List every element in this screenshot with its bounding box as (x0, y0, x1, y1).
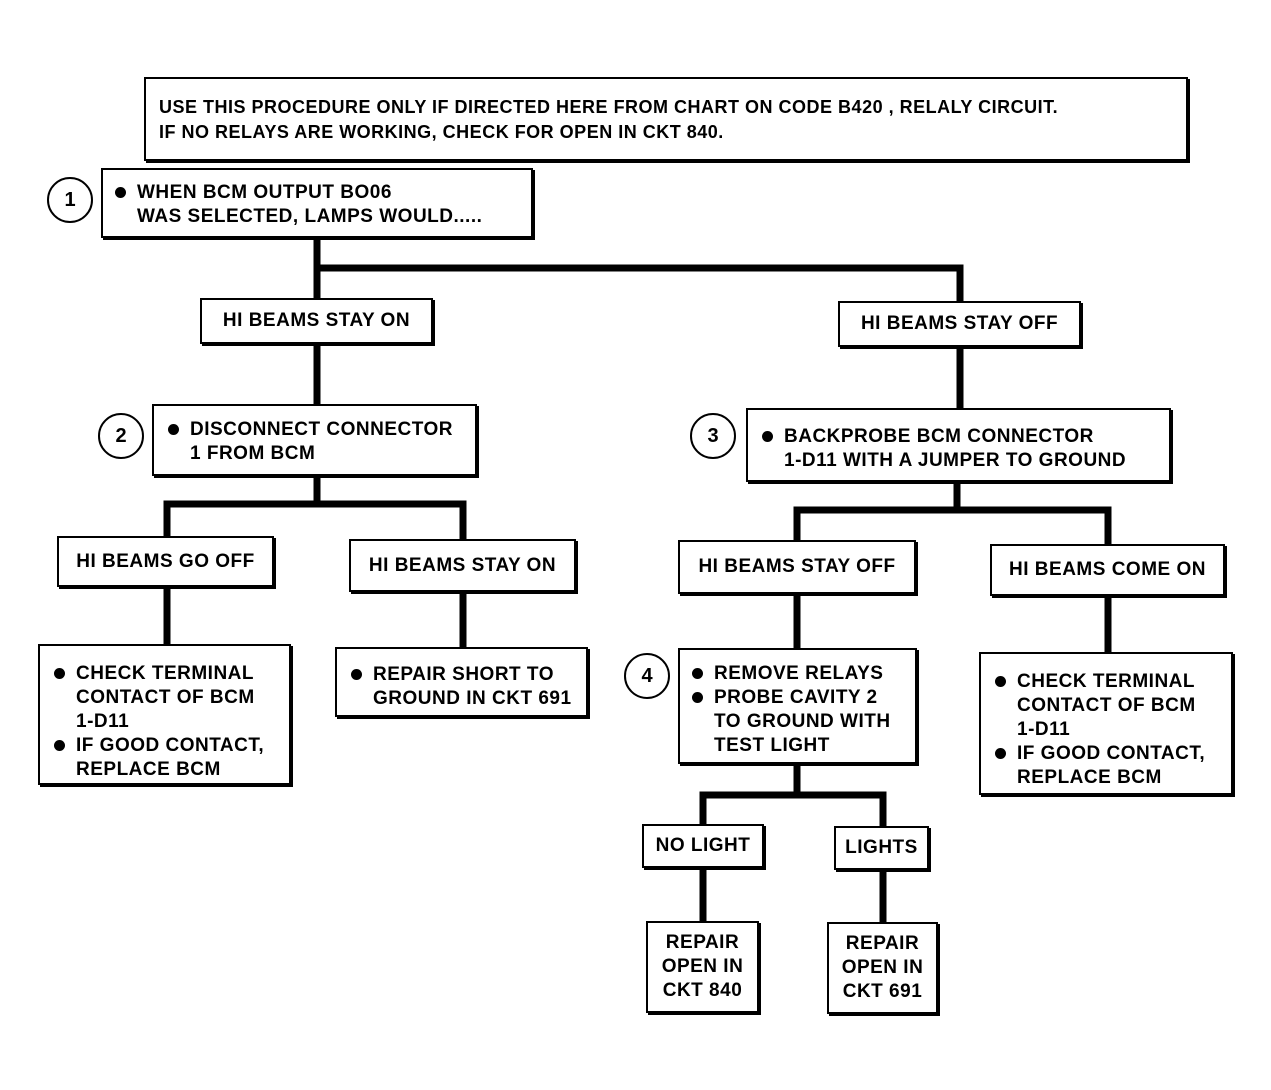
step-1-box: WHEN BCM OUTPUT BO06 WAS SELECTED, LAMPS… (101, 168, 533, 238)
step-2-list: DISCONNECT CONNECTOR 1 FROM BCM (166, 418, 453, 466)
result-label: HI BEAMS STAY OFF (860, 313, 1059, 334)
action-item: CHECK TERMINAL CONTACT OF BCM 1-D11 (993, 670, 1205, 742)
step-4-item: PROBE CAVITY 2 TO GROUND WITH TEST LIGHT (690, 686, 891, 758)
action-list: CHECK TERMINAL CONTACT OF BCM 1-D11 IF G… (993, 670, 1205, 790)
result-hi-beams-stay-off-2: HI BEAMS STAY OFF (678, 540, 916, 594)
action-repair-open-ckt-840: REPAIR OPEN IN CKT 840 (646, 921, 759, 1013)
result-hi-beams-go-off: HI BEAMS GO OFF (57, 536, 274, 587)
result-label: HI BEAMS COME ON (1009, 559, 1206, 580)
step-2-item: DISCONNECT CONNECTOR 1 FROM BCM (166, 418, 453, 466)
action-item: REPAIR SHORT TO GROUND IN CKT 691 (349, 663, 572, 711)
step-1-item: WHEN BCM OUTPUT BO06 WAS SELECTED, LAMPS… (113, 181, 482, 229)
action-list: REPAIR SHORT TO GROUND IN CKT 691 (349, 663, 572, 711)
intro-line-2: IF NO RELAYS ARE WORKING, CHECK FOR OPEN… (159, 122, 724, 142)
intro-note-box: USE THIS PROCEDURE ONLY IF DIRECTED HERE… (144, 77, 1188, 161)
result-hi-beams-come-on: HI BEAMS COME ON (990, 544, 1225, 596)
step-4-list: REMOVE RELAYS PROBE CAVITY 2 TO GROUND W… (690, 662, 891, 758)
action-item: IF GOOD CONTACT, REPLACE BCM (993, 742, 1205, 790)
result-label: LIGHTS (845, 837, 918, 858)
result-hi-beams-stay-on: HI BEAMS STAY ON (200, 298, 433, 344)
action-label: REPAIR OPEN IN CKT 840 (661, 932, 744, 1001)
result-lights: LIGHTS (834, 826, 929, 870)
result-label: HI BEAMS STAY OFF (698, 556, 896, 577)
action-repair-short: REPAIR SHORT TO GROUND IN CKT 691 (335, 647, 588, 717)
step-3-box: BACKPROBE BCM CONNECTOR 1-D11 WITH A JUM… (746, 408, 1171, 482)
step-3-list: BACKPROBE BCM CONNECTOR 1-D11 WITH A JUM… (760, 425, 1126, 473)
action-label: REPAIR OPEN IN CKT 691 (841, 933, 924, 1002)
action-item: IF GOOD CONTACT, REPLACE BCM (52, 734, 264, 782)
result-hi-beams-stay-off: HI BEAMS STAY OFF (838, 301, 1081, 347)
action-item: CHECK TERMINAL CONTACT OF BCM 1-D11 (52, 662, 264, 734)
step-3-item: BACKPROBE BCM CONNECTOR 1-D11 WITH A JUM… (760, 425, 1126, 473)
step-3-circle: 3 (690, 413, 736, 459)
step-1-list: WHEN BCM OUTPUT BO06 WAS SELECTED, LAMPS… (113, 181, 482, 229)
intro-line-1: USE THIS PROCEDURE ONLY IF DIRECTED HERE… (159, 97, 1059, 117)
result-label: HI BEAMS STAY ON (222, 310, 411, 331)
step-4-item: REMOVE RELAYS (690, 662, 891, 686)
result-hi-beams-stay-on-2: HI BEAMS STAY ON (349, 539, 576, 592)
action-check-terminal-right: CHECK TERMINAL CONTACT OF BCM 1-D11 IF G… (979, 652, 1233, 795)
step-4-box: REMOVE RELAYS PROBE CAVITY 2 TO GROUND W… (678, 648, 917, 764)
step-2-box: DISCONNECT CONNECTOR 1 FROM BCM (152, 404, 477, 476)
action-repair-open-ckt-691: REPAIR OPEN IN CKT 691 (827, 922, 938, 1014)
action-list: CHECK TERMINAL CONTACT OF BCM 1-D11 IF G… (52, 662, 264, 782)
step-2-circle: 2 (98, 413, 144, 459)
result-label: NO LIGHT (655, 835, 751, 856)
result-label: HI BEAMS STAY ON (368, 554, 557, 576)
action-check-terminal-left: CHECK TERMINAL CONTACT OF BCM 1-D11 IF G… (38, 644, 291, 785)
result-no-light: NO LIGHT (642, 824, 764, 868)
step-1-circle: 1 (47, 177, 93, 223)
result-label: HI BEAMS GO OFF (76, 550, 255, 572)
step-4-circle: 4 (624, 653, 670, 699)
